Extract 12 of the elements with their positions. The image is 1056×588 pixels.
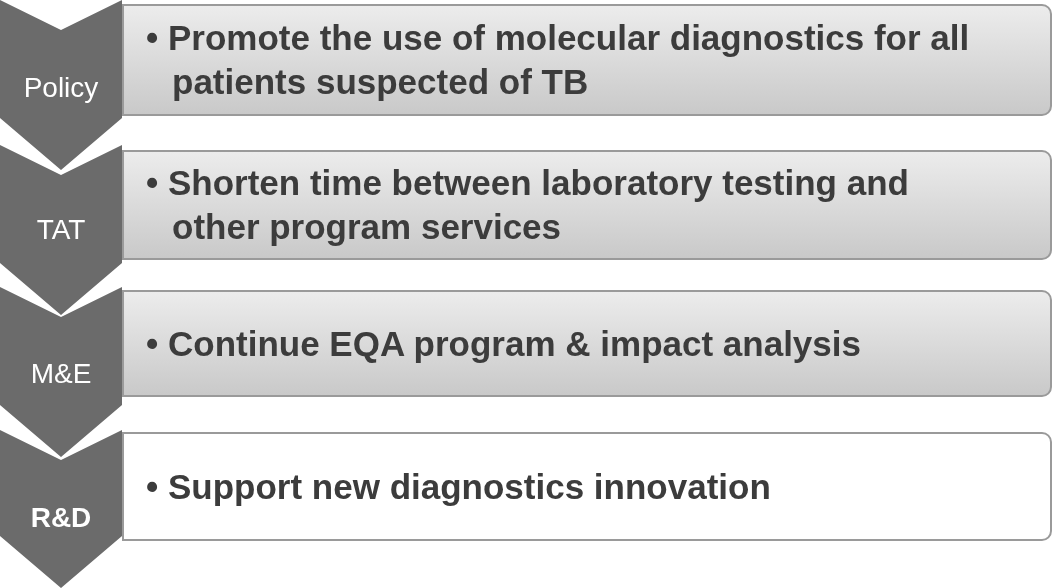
text-box — [122, 432, 1052, 541]
chevron-label: TAT — [35, 214, 87, 246]
bullet-text: • Shorten time between laboratory testing and other program services — [146, 162, 910, 248]
chevron-label: Policy — [22, 72, 100, 104]
bullet-text: • Support new diagnostics innovation — [146, 465, 772, 508]
bullet-text: • Promote the use of molecular diagnostics for all patients suspected of TB — [146, 17, 971, 103]
text-box — [122, 290, 1052, 397]
chevron-label: R&D — [29, 502, 93, 534]
text-box — [122, 4, 1052, 116]
bullet-text: • Continue EQA program & impact analysis — [146, 322, 862, 365]
text-box — [122, 150, 1052, 260]
chevron-label: M&E — [29, 358, 93, 390]
